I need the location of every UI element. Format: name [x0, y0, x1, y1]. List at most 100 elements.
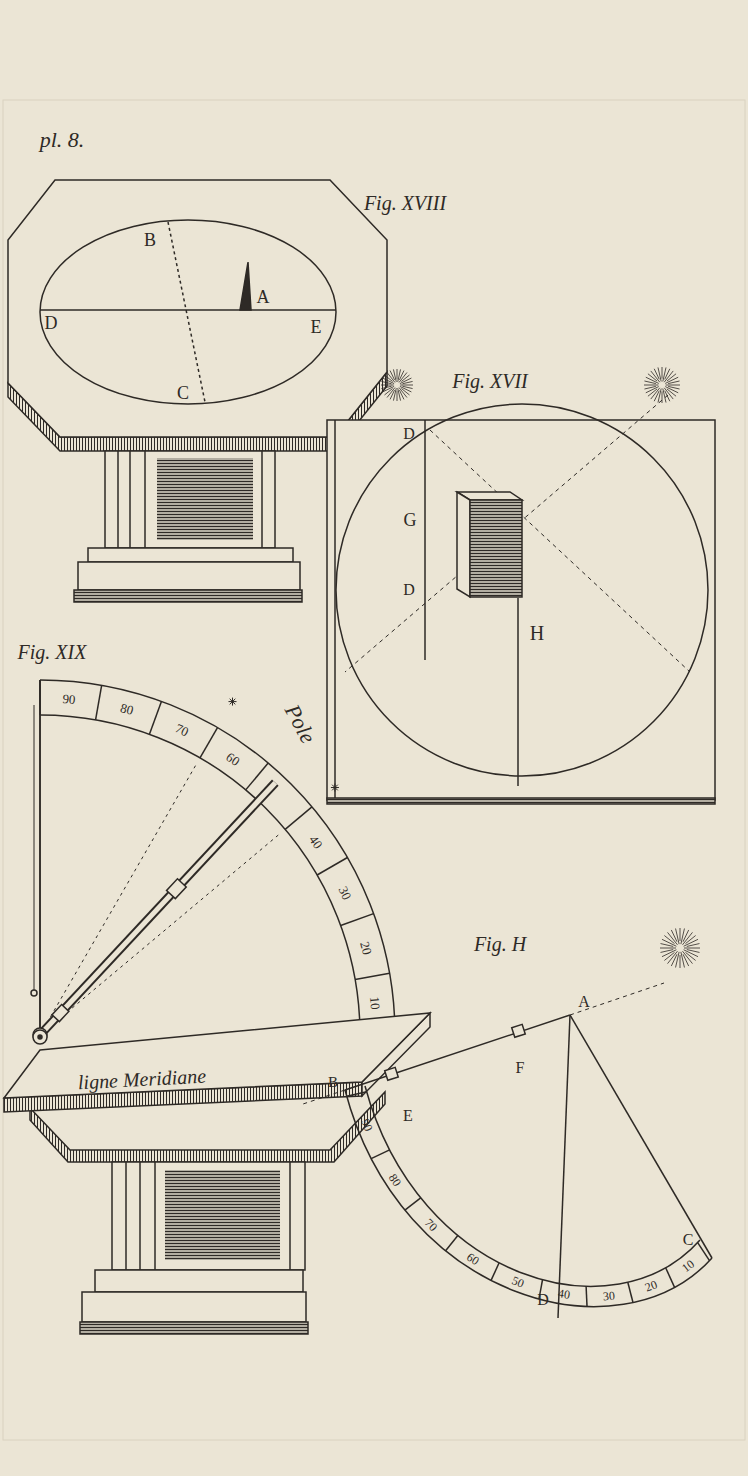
scale-tick: [698, 1243, 710, 1261]
scale-tick: [666, 1268, 675, 1288]
scale-tick: [341, 914, 374, 926]
scale-number: 40: [307, 833, 325, 851]
point-letter: E: [311, 318, 322, 336]
scale-number: 40: [557, 1287, 571, 1301]
point-letter: B: [144, 231, 156, 249]
scale-tick: [285, 807, 312, 829]
scale-tick: [246, 763, 268, 790]
sun-ray: [381, 385, 394, 386]
pedestal-base: [95, 1270, 303, 1292]
sun-ray: [681, 952, 685, 968]
scale-tick: [200, 728, 218, 758]
sun-ray: [644, 386, 655, 389]
sun-ray: [658, 389, 661, 403]
sun-ray: [393, 369, 396, 381]
scale-tick: [96, 685, 102, 719]
sun-ray: [684, 948, 700, 949]
meridian-quadrant-figure: [4, 680, 430, 1334]
figure-caption: Pole: [281, 701, 319, 747]
sight-line: [40, 765, 196, 1035]
sun-symbol: [381, 369, 413, 401]
scale-number: 10: [679, 1258, 696, 1275]
sun-ray: [681, 929, 685, 945]
scale-number: 20: [358, 940, 374, 956]
scale-tick: [149, 701, 161, 734]
scale-number: 80: [119, 702, 135, 718]
scale-number: 30: [337, 884, 354, 901]
sun-ray: [687, 944, 700, 947]
pedestal-line: [139, 1162, 141, 1270]
star-symbol: [331, 784, 339, 792]
point-letter: D: [45, 314, 58, 332]
sun-ray: [663, 367, 666, 381]
scale-number: 50: [510, 1274, 526, 1290]
scale-number: 30: [602, 1289, 615, 1302]
sun-ray: [660, 948, 676, 949]
figure-caption: ligne Meridiane: [77, 1066, 206, 1093]
sector-figure: [300, 983, 712, 1318]
star-ray: [230, 699, 236, 705]
sun-ray: [664, 952, 674, 960]
sun-symbol: [660, 928, 700, 968]
sun-ray: [398, 369, 401, 381]
star-symbol: [229, 698, 237, 706]
sun-ray: [680, 955, 681, 968]
sun-ray: [658, 367, 661, 381]
scale-tick: [405, 1198, 421, 1210]
point-letter: E: [403, 1108, 413, 1124]
sun-ray: [676, 952, 680, 968]
sun-ray: [402, 381, 412, 383]
sun-ray: [685, 936, 695, 944]
scale-tick: [347, 1092, 367, 1096]
sun-ray: [662, 391, 663, 403]
scale-tick: [585, 1286, 587, 1306]
pedestal-line: [125, 1162, 127, 1270]
point-letter: C: [683, 1232, 694, 1248]
sun-ray: [667, 374, 676, 381]
sun-ray: [682, 951, 692, 964]
pedestal-base: [80, 1322, 308, 1334]
sun-ray: [664, 388, 673, 399]
sun-ray: [668, 381, 679, 384]
figure-caption: Fig. H: [474, 934, 526, 954]
figure-caption: Fig. XVIII: [364, 193, 446, 213]
sun-ray: [665, 369, 670, 380]
scale-tick: [446, 1235, 458, 1250]
sun-ray: [666, 385, 680, 386]
sun-ray: [668, 932, 678, 945]
sun-symbol: [644, 367, 680, 403]
scale-number: 70: [174, 721, 191, 738]
sun-ray: [663, 389, 666, 403]
sun-ray: [680, 928, 681, 941]
pivot: [33, 1030, 47, 1044]
point-letter: D: [403, 426, 415, 442]
figure-caption: Fig. XVII: [452, 371, 528, 391]
scale-tick: [39, 680, 41, 715]
scale-tick: [371, 1150, 389, 1159]
pedestal-line: [289, 1162, 291, 1270]
sun-ray: [398, 388, 401, 400]
scale-number: 10: [368, 996, 382, 1010]
vertical-plane-figure: [327, 395, 715, 804]
sight-line: [40, 834, 279, 1035]
pedestal-line: [154, 1162, 156, 1270]
pole-rod-inner: [40, 783, 275, 1035]
sun-ray: [397, 369, 398, 379]
sun-ray: [400, 385, 413, 386]
scale-tick: [317, 858, 347, 876]
sun-ray: [671, 954, 677, 966]
point-letter: A: [578, 994, 590, 1010]
sight: [167, 879, 187, 899]
scale-number: 90: [359, 1117, 375, 1133]
point-letter: B: [328, 1075, 338, 1090]
sun-ray: [662, 367, 663, 379]
sun-ray: [661, 950, 674, 953]
sun-ray: [676, 929, 680, 945]
scale-number: 70: [423, 1216, 440, 1233]
scale-number: 20: [643, 1279, 658, 1294]
sun-ray: [393, 388, 396, 400]
point-letter: D: [403, 582, 415, 598]
scale-number: 60: [464, 1250, 481, 1267]
